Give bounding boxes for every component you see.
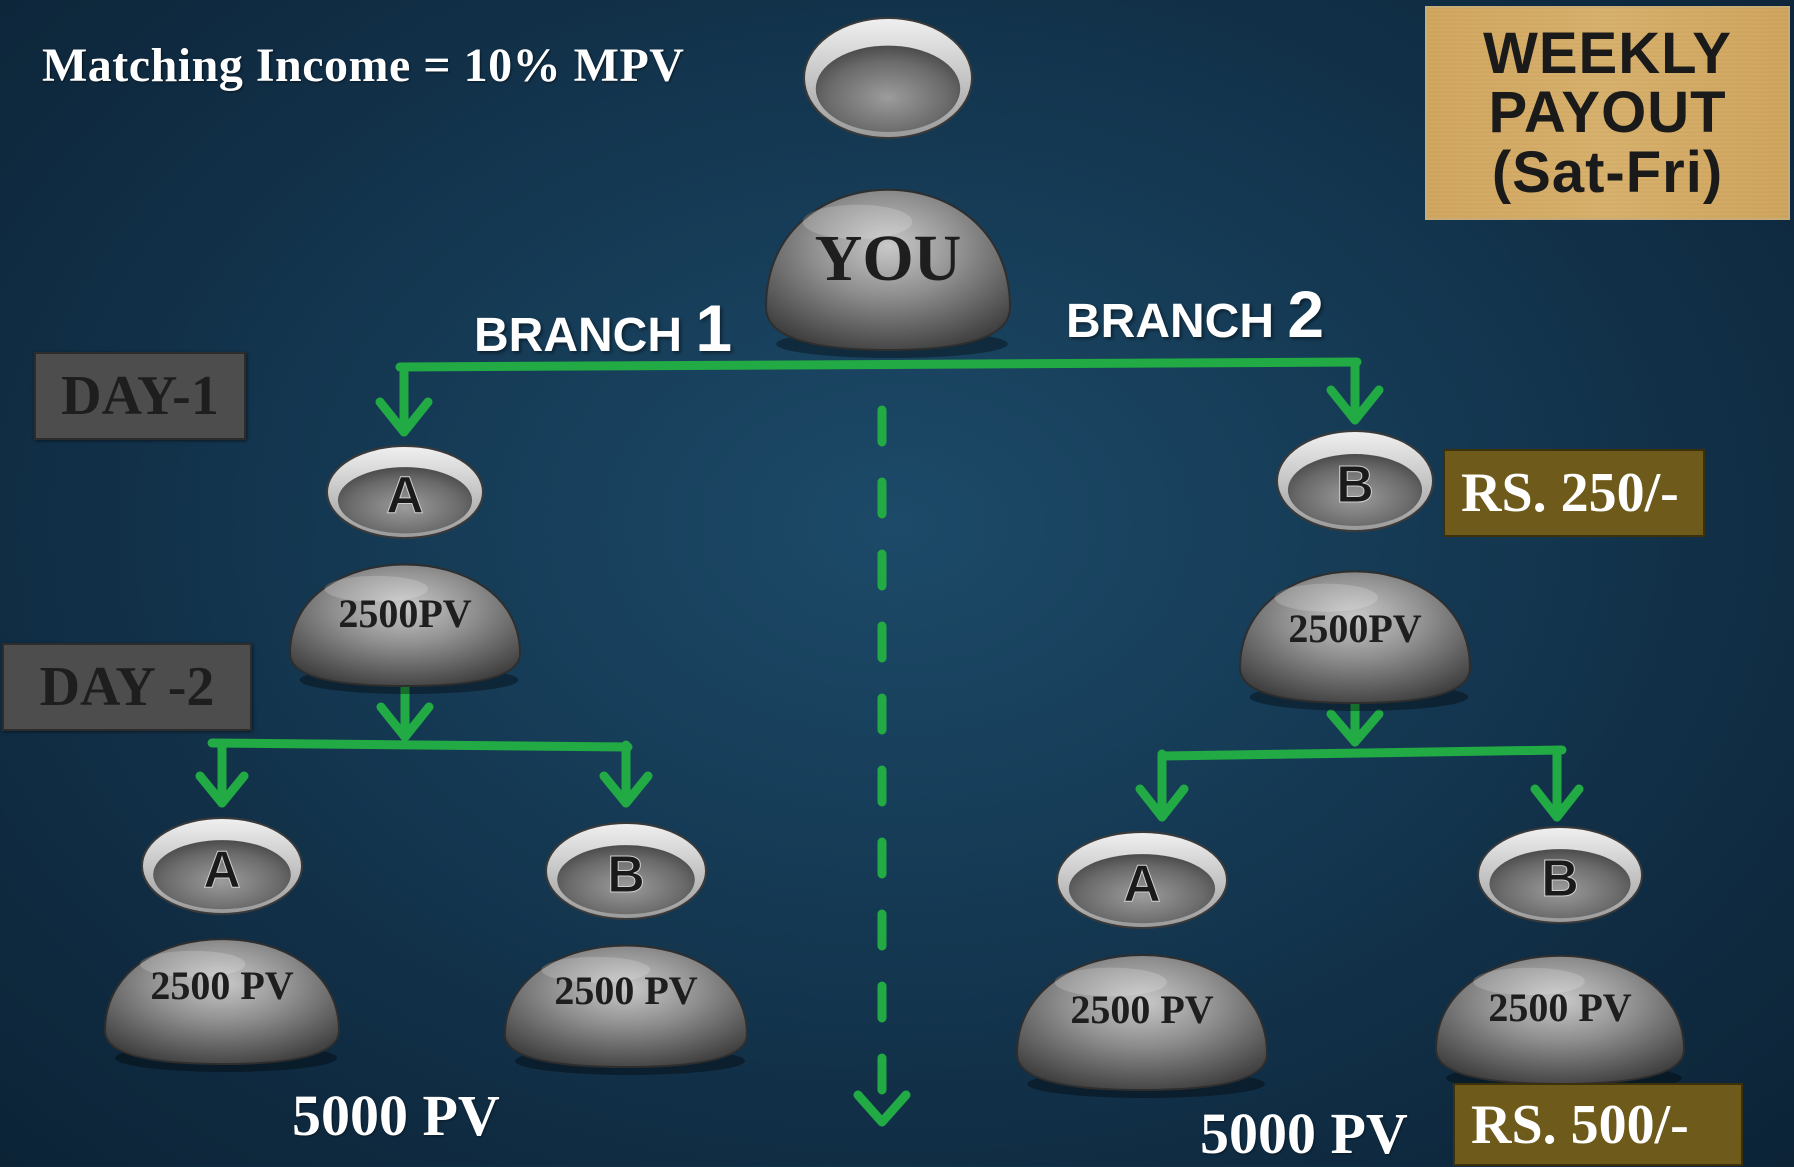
figure-body xyxy=(1238,570,1472,705)
node-pv-label: 2500 PV xyxy=(1488,985,1631,1030)
node-letter: A xyxy=(386,467,424,525)
node-l1-a-figure: A 2500PV xyxy=(288,445,522,694)
arrowhead-to-l2-ba xyxy=(1135,784,1189,822)
branch-2-word: BRANCH xyxy=(1066,295,1274,348)
node-letter: A xyxy=(203,841,241,899)
figure-body xyxy=(1015,954,1269,1092)
branch-1-number: 1 xyxy=(695,291,733,365)
arrowhead-to-l2-aa xyxy=(195,771,249,808)
node-l2-bb-figure: B 2500 PV xyxy=(1434,826,1686,1092)
you-label: YOU xyxy=(815,222,962,295)
node-letter: B xyxy=(1541,850,1579,908)
payout-line-2: PAYOUT xyxy=(1488,80,1727,146)
figure-body xyxy=(103,938,341,1066)
arrowhead-l1-a-down xyxy=(376,702,434,742)
figure-body xyxy=(288,563,522,688)
node-pv-label: 2500 PV xyxy=(150,963,293,1008)
payout-line-3: (Sat-Fri) xyxy=(1491,139,1724,205)
left-sub-line xyxy=(207,738,633,752)
day-1-box: DAY-1 xyxy=(34,352,246,440)
payout-line-1: WEEKLY xyxy=(1483,21,1732,87)
branch-1-word: BRANCH xyxy=(474,309,682,362)
arrowhead-to-l1-b xyxy=(1326,385,1384,425)
node-pv-label: 2500 PV xyxy=(1070,987,1213,1032)
you-figure: YOU xyxy=(764,17,1012,358)
center-dashed-arrow xyxy=(853,405,911,1127)
rs-500-box: RS. 500/- xyxy=(1453,1083,1743,1166)
day-2-box: DAY -2 xyxy=(2,643,252,731)
node-l1-b-figure: B 2500PV xyxy=(1238,430,1472,711)
total-right-pv: 5000 PV xyxy=(1200,1101,1408,1166)
weekly-payout-box: WEEKLY PAYOUT (Sat-Fri) xyxy=(1425,6,1790,220)
node-letter: A xyxy=(1123,855,1161,913)
rs-250-box: RS. 250/- xyxy=(1443,449,1705,537)
figure-body xyxy=(503,944,749,1069)
node-pv-label: 2500 PV xyxy=(554,968,697,1013)
node-l2-ba-figure: A 2500 PV xyxy=(1015,831,1269,1098)
arrowhead-to-l2-bb xyxy=(1530,784,1584,822)
figure-body xyxy=(764,188,1012,352)
matching-income-title: Matching Income = 10% MPV xyxy=(42,39,685,92)
node-letter: B xyxy=(1336,456,1374,514)
top-branch-line xyxy=(395,357,1362,372)
figure-body xyxy=(1434,954,1686,1086)
node-pv-label: 2500PV xyxy=(338,591,471,636)
right-sub-line xyxy=(1157,745,1567,761)
arrowhead-to-l2-ab xyxy=(599,771,653,808)
branch-2-label: BRANCH 2 xyxy=(1066,276,1324,352)
node-l2-aa-figure: A 2500 PV xyxy=(103,817,341,1072)
total-left-pv: 5000 PV xyxy=(292,1083,500,1148)
branch-1-label: BRANCH 1 xyxy=(474,290,732,366)
arrowhead-l1-b-down xyxy=(1326,709,1384,747)
node-letter: B xyxy=(607,846,645,904)
node-l2-ab-figure: B 2500 PV xyxy=(503,822,749,1075)
arrowhead-to-l1-a xyxy=(375,397,433,437)
branch-2-number: 2 xyxy=(1287,277,1325,351)
node-pv-label: 2500PV xyxy=(1288,606,1421,651)
